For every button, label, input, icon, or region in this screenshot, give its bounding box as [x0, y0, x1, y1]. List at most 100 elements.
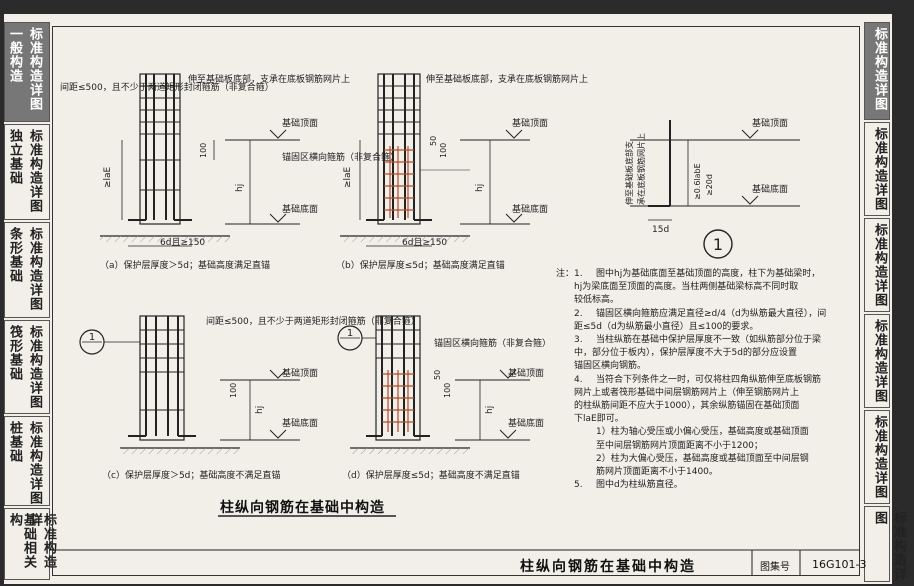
- dim-100: 100: [439, 143, 448, 158]
- dim-6d-150: 6d且≥150: [160, 237, 205, 248]
- tab-label: 标准构造详图: [27, 325, 42, 409]
- diagram-b: 伸至基础板底部，支承在底板钢筋网片上 锚固区横向箍筋（非复合箍） ≥laE hj…: [282, 73, 588, 271]
- left-tab-2[interactable]: 独立基础标准构造详图: [4, 124, 50, 220]
- notes-lead: 注：: [556, 269, 575, 279]
- dim-hj: hj: [485, 406, 495, 414]
- note-text: 锚固区横向箍筋应满足直径≥d/4（d为纵筋最大直径），间: [596, 308, 827, 319]
- bar-note-1: 伸至基础板底部支: [624, 141, 634, 205]
- note-number: 2.: [574, 308, 583, 319]
- drawing-frame: [52, 26, 860, 576]
- tab-label: 独立基础: [7, 129, 22, 185]
- label-top-of-foundation: 基础顶面: [512, 117, 548, 129]
- dim-100: 100: [443, 383, 452, 398]
- tab-label: 基础相关构: [7, 513, 36, 569]
- note-text: 图中hj为基础底面至基础顶面的高度，柱下为基础梁时，: [596, 269, 821, 279]
- note-transverse-stirrup: 锚固区横向箍筋（非复合箍）: [282, 151, 399, 163]
- note-line: 2）柱为大偏心受压，基础高度或基础顶面至中间层钢: [556, 453, 856, 466]
- note-text: 筋网片顶面距离不小于1400。: [596, 467, 718, 478]
- atlas-number-label: 图集号: [760, 562, 790, 573]
- label-top-of-foundation: 基础顶面: [282, 367, 318, 379]
- left-chapter-tabs: 一般构造标准构造详图 独立基础标准构造详图 条形基础标准构造详图 筏形基础标准构…: [4, 22, 56, 580]
- note-line: 网片上或者筏形基础中间层钢筋网片上（伸至钢筋网片上: [556, 387, 856, 400]
- left-tab-4[interactable]: 筏形基础标准构造详图: [4, 320, 50, 414]
- note-number: 5.: [574, 480, 583, 491]
- tab-label: 桩基础: [7, 421, 22, 463]
- note-line: 较低标高。: [556, 294, 856, 307]
- detail-marker: 1: [713, 235, 723, 254]
- dim-20d: ≥20d: [705, 174, 714, 196]
- note-stirrup-spacing: 间距≤500，且不少于两道矩形封闭箍筋（非复合箍）: [206, 315, 420, 327]
- diagram-c: 1 间距≤500，且不少于两道矩形封闭箍筋（非复合箍） 100 hj 基础顶面 …: [79, 315, 420, 481]
- label-top-of-foundation: 基础顶面: [282, 117, 318, 129]
- note-transverse-stirrup: 锚固区横向箍筋（非复合箍）: [434, 337, 551, 349]
- right-tab-6[interactable]: 标准构造详图: [864, 506, 906, 582]
- label-top-of-foundation: 基础顶面: [752, 117, 788, 129]
- note-text: 当符合下列条件之一时，可仅将柱四角纵筋伸至底板钢筋: [596, 374, 822, 385]
- left-tab-3[interactable]: 条形基础标准构造详图: [4, 222, 50, 318]
- drawing-page: [4, 14, 892, 584]
- note-line: 1）柱为轴心受压或小偏心受压，基础高度或基础顶面: [556, 426, 856, 439]
- label-bottom-of-foundation: 基础底面: [752, 183, 788, 195]
- caption-b: （b）保护层厚度≤5d；基础高度满足直锚: [336, 259, 505, 271]
- note-number: 3.: [574, 335, 583, 346]
- note-line: 2. 锚固区横向箍筋应满足直径≥d/4（d为纵筋最大直径），间: [538, 308, 856, 321]
- dim-15d: 15d: [652, 225, 669, 235]
- right-tab-5[interactable]: 标准构造详图: [864, 410, 890, 504]
- tab-label: 条形基础: [7, 227, 22, 283]
- tab-label: 标准构造详图: [27, 421, 42, 505]
- tab-label: 筏形基础: [7, 325, 22, 381]
- notes-block: 注：1.图中hj为基础底面至基础顶面的高度，柱下为基础梁时， hj为梁底面至顶面…: [556, 268, 856, 492]
- note-line: 筋网片顶面距离不小于1400。: [556, 466, 856, 479]
- dim-100: 100: [229, 383, 238, 398]
- dim-hj: hj: [255, 406, 265, 414]
- note-text: 锚固区横向钢筋。: [574, 361, 647, 372]
- label-bottom-of-foundation: 基础底面: [282, 417, 318, 429]
- label-top-of-foundation: 基础顶面: [508, 367, 544, 379]
- left-tab-1[interactable]: 一般构造标准构造详图: [4, 22, 50, 122]
- caption-d: （d）保护层厚度≤5d；基础高度不满足直锚: [342, 469, 520, 481]
- note-text: 1）柱为轴心受压或小偏心受压，基础高度或基础顶面: [596, 427, 809, 438]
- title-block-name: 柱纵向钢筋在基础中构造: [520, 559, 696, 575]
- right-tab-3[interactable]: 标准构造详图: [864, 218, 890, 312]
- dim-50: 50: [433, 370, 442, 380]
- note-anchor-top: 伸至基础板底部，支承在底板钢筋网片上: [426, 73, 588, 85]
- diagram-d: 1 锚固区横向箍筋（非复合箍） 50 100 hj 基础顶面 基础底面 （d）保…: [337, 315, 551, 481]
- note-line: 的柱纵筋间距不应大于1000），其余纵筋锚固在基础顶面: [556, 400, 856, 413]
- bar-note-2: 承在底板钢筋网片上: [636, 133, 646, 205]
- note-number: 4.: [574, 374, 583, 385]
- note-text: 较低标高。: [574, 295, 620, 306]
- dim-lae: ≥laE: [103, 166, 113, 188]
- note-text: 距≤5d（d为纵筋最小直径）且≤100的要求。: [574, 321, 759, 332]
- left-tab-5[interactable]: 桩基础标准构造详图: [4, 416, 50, 506]
- tab-label: 一般构造: [7, 27, 22, 83]
- note-line: 4. 当符合下列条件之一时，可仅将柱四角纵筋伸至底板钢筋: [556, 374, 856, 387]
- right-tab-2[interactable]: 标准构造详图: [864, 122, 890, 216]
- section-marker: 1: [89, 332, 95, 343]
- caption-a: （a）保护层厚度＞5d；基础高度满足直锚: [100, 259, 270, 271]
- label-bottom-of-foundation: 基础底面: [282, 203, 318, 215]
- right-tab-4[interactable]: 标准构造详图: [864, 314, 890, 408]
- label-bottom-of-foundation: 基础底面: [508, 417, 544, 429]
- diagram-a: 间距≤500，且不少于两道矩形封闭箍筋（非复合箍） 伸至基础板底部，支承在底板钢…: [60, 73, 350, 271]
- note-text: 中，部分位于板内），保护层厚度不大于5d的部分应设置: [574, 348, 797, 359]
- note-line: hj为梁底面至顶面的高度。当柱两侧基础梁标高不同时取: [556, 281, 856, 294]
- main-title: 柱纵向钢筋在基础中构造: [220, 500, 385, 516]
- note-line: 3.当柱纵筋在基础中保护层厚度不一致（如纵筋部分位于梁: [556, 334, 856, 347]
- tab-label: 标准构造详图: [27, 129, 42, 213]
- note-line: 锚固区横向钢筋。: [556, 360, 856, 373]
- right-tab-1[interactable]: 标准构造详图: [864, 22, 890, 120]
- note-anchor-top: 伸至基础板底部，支承在底板钢筋网片上: [188, 73, 350, 85]
- tab-label: 标准构造详图: [872, 319, 887, 403]
- note-text: hj为梁底面至顶面的高度。当柱两侧基础梁标高不同时取: [574, 282, 799, 293]
- dim-hj: hj: [475, 184, 485, 192]
- note-line: 至中间层钢筋网片顶面距离不小于1200；: [556, 440, 856, 453]
- note-line: 中，部分位于板内），保护层厚度不大于5d的部分应设置: [556, 347, 856, 360]
- note-line: 5.图中d为柱纵筋直径。: [556, 479, 856, 492]
- note-line: 注：1.图中hj为基础底面至基础顶面的高度，柱下为基础梁时，: [556, 268, 856, 281]
- dim-50: 50: [429, 136, 438, 146]
- detail-1: 伸至基础板底部支 承在底板钢筋网片上 ≥0.6labE ≥20d 15d 基础顶…: [624, 117, 800, 259]
- note-text: 至中间层钢筋网片顶面距离不小于1200；: [596, 440, 763, 451]
- dim-hj: hj: [235, 184, 245, 192]
- note-text: 2）柱为大偏心受压，基础高度或基础顶面至中间层钢: [596, 453, 809, 464]
